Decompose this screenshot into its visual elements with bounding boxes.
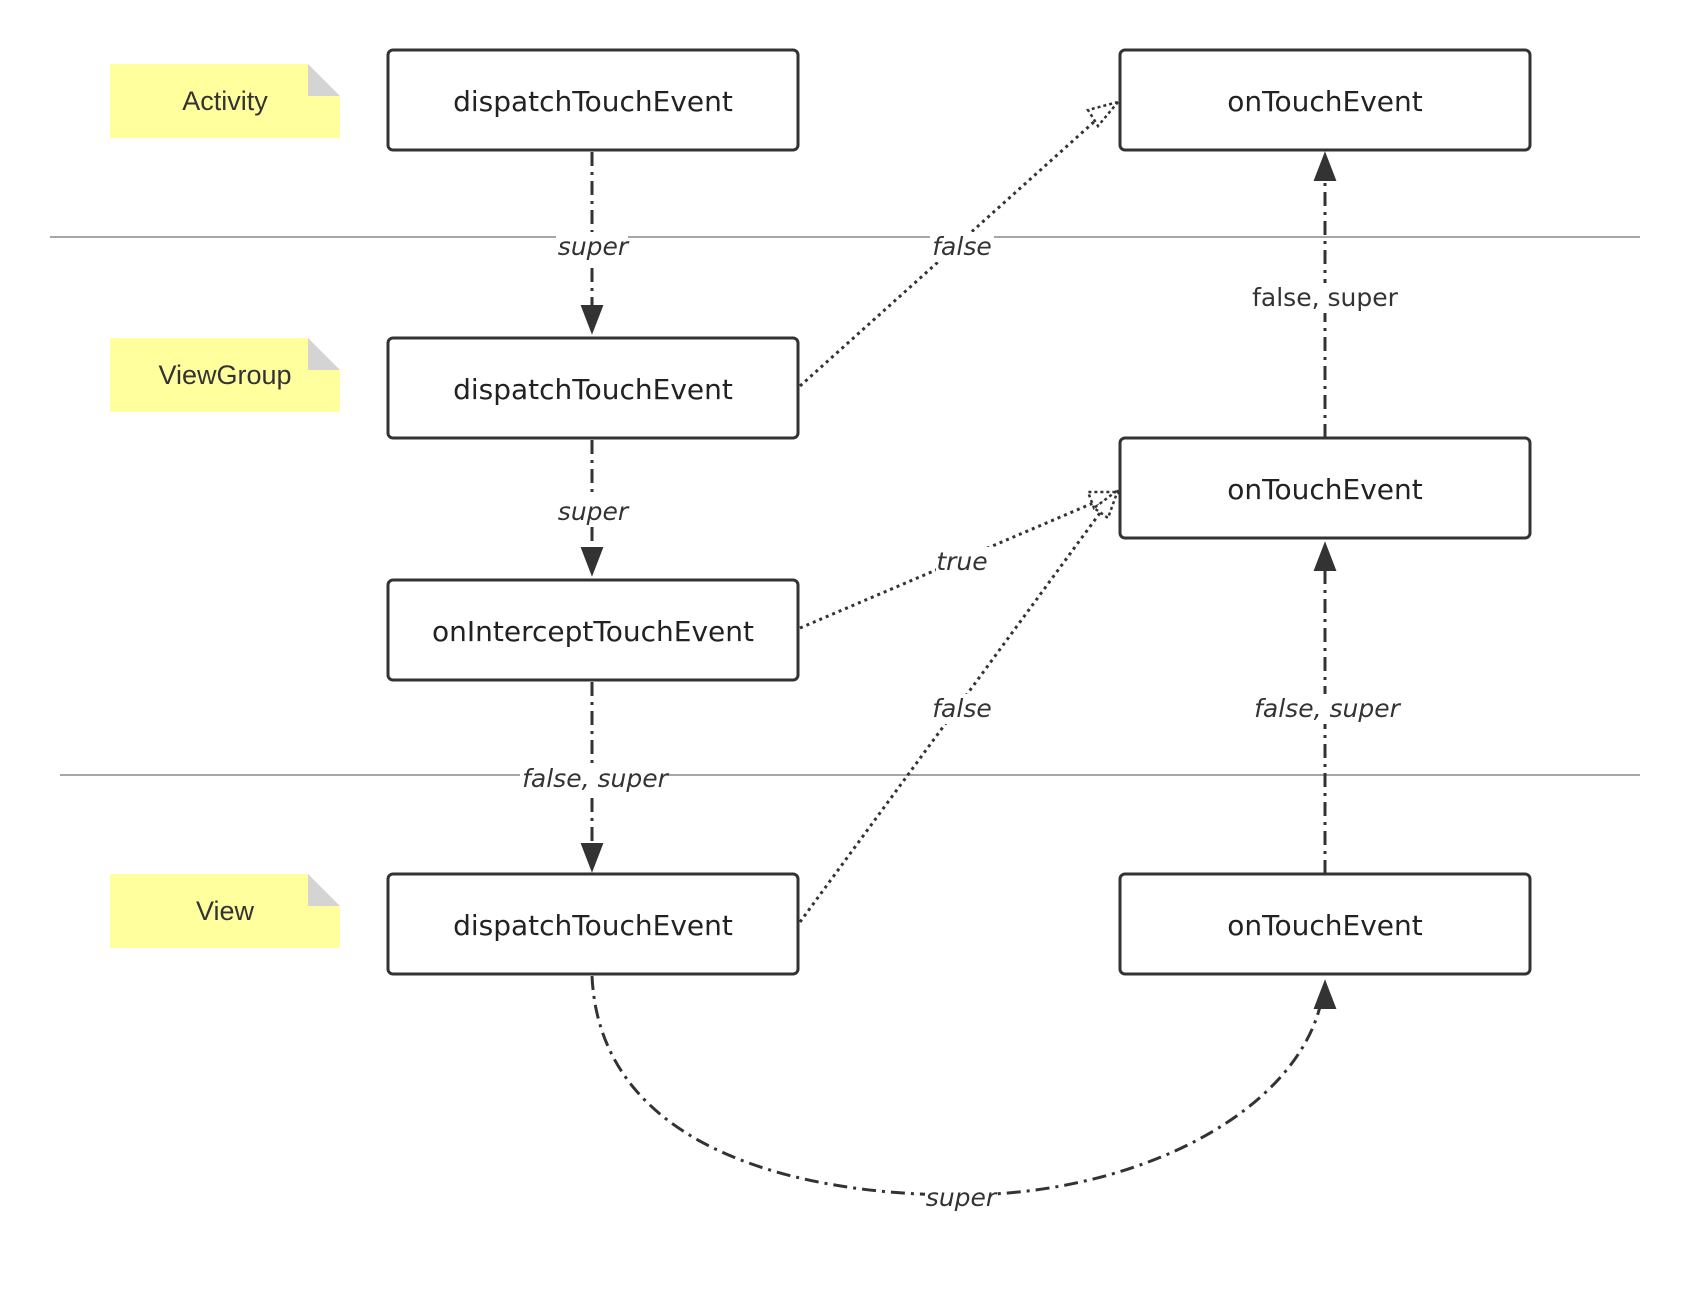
edge-label-false-super-1: false, super	[1252, 283, 1398, 312]
node-viewgroup-intercept: onInterceptTouchEvent	[386, 578, 800, 682]
note-view-label: View	[196, 896, 255, 926]
node-viewgroup-intercept-label: onInterceptTouchEvent	[432, 615, 754, 648]
note-view: View	[110, 874, 340, 948]
edge-label-false-super-2: false, super	[1254, 694, 1401, 723]
arrowhead-up-activity-ontouch	[1313, 151, 1337, 181]
node-view-dispatch-label: dispatchTouchEvent	[453, 909, 733, 942]
edge-view-dispatch-to-view-ontouch	[590, 975, 1324, 1197]
edge-label-true: true	[936, 547, 987, 576]
node-view-ontouch-label: onTouchEvent	[1227, 909, 1422, 942]
node-viewgroup-ontouch-label: onTouchEvent	[1227, 473, 1422, 506]
arrowhead-false-to-viewgroup-ontouch	[1091, 486, 1121, 520]
edge-label-false-1: false	[932, 232, 991, 261]
arrowhead-to-view-dispatch	[580, 843, 604, 873]
edge-label-super-2: super	[558, 497, 630, 526]
edge-label-super-1: super	[558, 232, 630, 261]
edge-label-false-super-3: false, super	[522, 764, 669, 793]
node-view-ontouch: onTouchEvent	[1118, 872, 1532, 976]
node-viewgroup-dispatch-label: dispatchTouchEvent	[453, 373, 733, 406]
note-viewgroup-label: ViewGroup	[158, 360, 291, 390]
note-viewgroup: ViewGroup	[110, 338, 340, 412]
edge-label-false-2: false	[932, 694, 991, 723]
node-activity-dispatch-label: dispatchTouchEvent	[453, 85, 733, 118]
node-viewgroup-dispatch: dispatchTouchEvent	[386, 336, 800, 440]
node-activity-dispatch: dispatchTouchEvent	[386, 48, 800, 152]
arrowhead-to-intercept	[580, 547, 604, 577]
node-activity-ontouch-label: onTouchEvent	[1227, 85, 1422, 118]
note-activity: Activity	[110, 64, 340, 138]
note-activity-label: Activity	[182, 86, 268, 116]
arrowhead-to-view-ontouch	[1313, 979, 1337, 1009]
arrowhead-activity-to-viewgroup	[580, 305, 604, 335]
node-activity-ontouch: onTouchEvent	[1118, 48, 1532, 152]
arrowhead-to-activity-ontouch	[1086, 99, 1122, 129]
node-viewgroup-ontouch: onTouchEvent	[1118, 436, 1532, 540]
edge-label-super-3: super	[926, 1183, 998, 1212]
arrowhead-up-viewgroup-ontouch	[1313, 541, 1337, 571]
node-view-dispatch: dispatchTouchEvent	[386, 872, 800, 976]
